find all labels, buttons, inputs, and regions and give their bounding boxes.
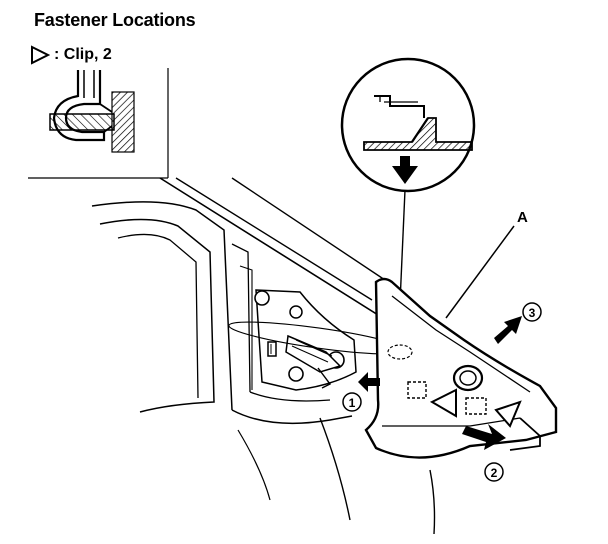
clip-triangle-icon: [31, 45, 50, 65]
door-frame: [91, 201, 436, 535]
step-2-indicator: 2: [462, 424, 506, 482]
diagram-title: Fastener Locations: [34, 10, 196, 30]
windshield-pillar: [159, 177, 411, 336]
mirror-trim-cover: [364, 277, 558, 459]
legend: : Clip, 2: [30, 45, 112, 65]
mirror-mount: [228, 289, 408, 391]
step-1-label: 1: [349, 396, 356, 410]
step-2-label: 2: [491, 466, 498, 480]
part-a-label: A: [517, 209, 528, 226]
step-3-label: 3: [529, 306, 536, 320]
clip-detail-inset: [28, 68, 169, 179]
step-1-indicator: 1: [342, 372, 380, 412]
callout-part-a: A: [445, 209, 528, 319]
legend-text: : Clip, 2: [54, 46, 112, 63]
step-3-indicator: 3: [494, 302, 542, 344]
